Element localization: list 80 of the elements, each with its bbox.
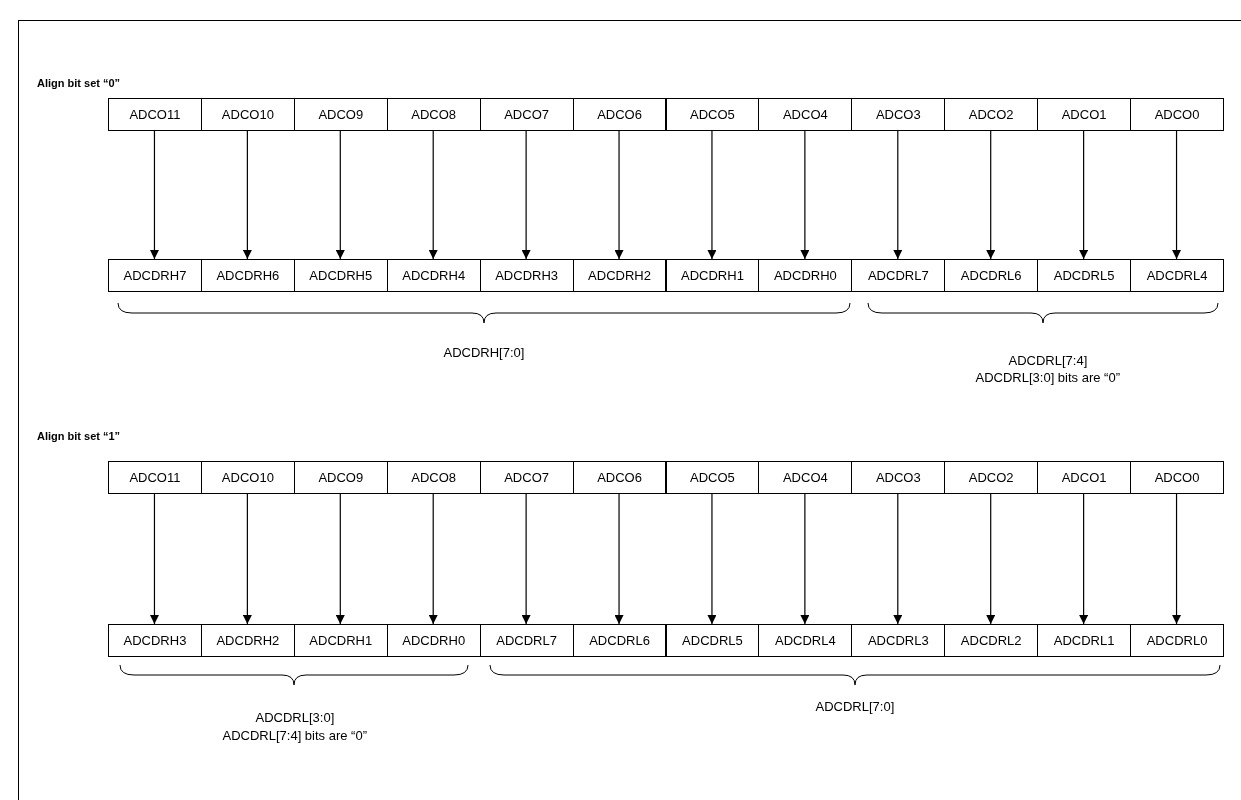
brace-label: ADCDRL[7:0] [815, 699, 895, 714]
arrow [1079, 493, 1089, 625]
arrow [893, 493, 903, 625]
register-bit-cell: ADCDRH2 [572, 259, 667, 292]
register-bit-cell: ADCDRH0 [386, 624, 481, 657]
register-bit-cell: ADCDRL3 [851, 624, 946, 657]
register-bit-cell: ADCO8 [386, 98, 481, 131]
register-bit-cell: ADCO2 [944, 461, 1039, 494]
register-bit-cell: ADCO9 [293, 98, 388, 131]
register-bit-cell: ADCDRL0 [1130, 624, 1224, 657]
register-bit-cell: ADCO7 [479, 98, 574, 131]
register-bit-cell: ADCO8 [386, 461, 481, 494]
register-bit-cell: ADCO6 [572, 461, 667, 494]
register-bit-cell: ADCO6 [572, 98, 667, 131]
section-heading: Align bit set “0” [37, 77, 121, 89]
register-bit-cell: ADCDRH1 [293, 624, 388, 657]
section-heading: Align bit set “1” [37, 430, 121, 442]
arrow [1172, 130, 1182, 260]
register-bit-cell: ADCDRL6 [944, 259, 1039, 292]
arrow [242, 130, 252, 260]
register-bit-cell: ADCDRH2 [200, 624, 295, 657]
register-bit-cell: ADCO4 [758, 461, 853, 494]
arrow [614, 493, 624, 625]
register-bit-cell: ADCO10 [200, 461, 295, 494]
arrow [986, 130, 996, 260]
register-bit-cell: ADCDRL6 [572, 624, 667, 657]
register-bit-cell: ADCO9 [293, 461, 388, 494]
register-bit-cell: ADCDRH5 [293, 259, 388, 292]
brace-label: ADCDRH[7:0] [443, 345, 525, 360]
arrow [428, 493, 438, 625]
arrow [707, 130, 717, 260]
register-bit-cell: ADCDRH7 [108, 259, 202, 292]
arrow [149, 493, 159, 625]
register-bit-cell: ADCO11 [108, 98, 202, 131]
register-bit-cell: ADCO5 [665, 98, 760, 131]
register-bit-cell: ADCDRH1 [665, 259, 760, 292]
register-bit-cell: ADCDRH0 [758, 259, 853, 292]
register-bit-cell: ADCDRH6 [200, 259, 295, 292]
register-bit-cell: ADCDRL7 [479, 624, 574, 657]
register-bit-cell: ADCO2 [944, 98, 1039, 131]
arrow [707, 493, 717, 625]
arrow [335, 493, 345, 625]
arrow [428, 130, 438, 260]
register-bit-cell: ADCDRL2 [944, 624, 1039, 657]
arrow [242, 493, 252, 625]
note: ADCDRL[3:0] bits are “0” [975, 370, 1120, 385]
arrow [521, 130, 531, 260]
register-bit-cell: ADCO5 [665, 461, 760, 494]
register-bit-cell: ADCO0 [1130, 98, 1224, 131]
brace-label: ADCDRL[7:4] [1008, 353, 1088, 368]
register-bit-cell: ADCDRL4 [1130, 259, 1224, 292]
register-bit-cell: ADCO7 [479, 461, 574, 494]
register-bit-cell: ADCDRH4 [386, 259, 481, 292]
note: ADCDRL[7:4] bits are “0” [222, 728, 367, 743]
register-bit-cell: ADCDRL7 [851, 259, 946, 292]
arrow [335, 130, 345, 260]
arrow [986, 493, 996, 625]
register-bit-cell: ADCO11 [108, 461, 202, 494]
register-bit-cell: ADCO4 [758, 98, 853, 131]
arrow [893, 130, 903, 260]
arrow [800, 493, 810, 625]
arrow [521, 493, 531, 625]
arrow [1079, 130, 1089, 260]
register-bit-cell: ADCDRH3 [108, 624, 202, 657]
register-bit-cell: ADCDRL4 [758, 624, 853, 657]
register-bit-cell: ADCO1 [1037, 98, 1132, 131]
register-bit-cell: ADCO0 [1130, 461, 1224, 494]
arrow [614, 130, 624, 260]
register-bit-cell: ADCO3 [851, 98, 946, 131]
arrow [800, 130, 810, 260]
register-bit-cell: ADCDRH3 [479, 259, 574, 292]
register-bit-cell: ADCDRL5 [665, 624, 760, 657]
register-bit-cell: ADCDRL1 [1037, 624, 1132, 657]
register-bit-cell: ADCO10 [200, 98, 295, 131]
register-bit-cell: ADCDRL5 [1037, 259, 1132, 292]
register-bit-cell: ADCO1 [1037, 461, 1132, 494]
arrow [1172, 493, 1182, 625]
arrow [149, 130, 159, 260]
register-bit-cell: ADCO3 [851, 461, 946, 494]
brace-label: ADCDRL[3:0] [255, 710, 335, 725]
